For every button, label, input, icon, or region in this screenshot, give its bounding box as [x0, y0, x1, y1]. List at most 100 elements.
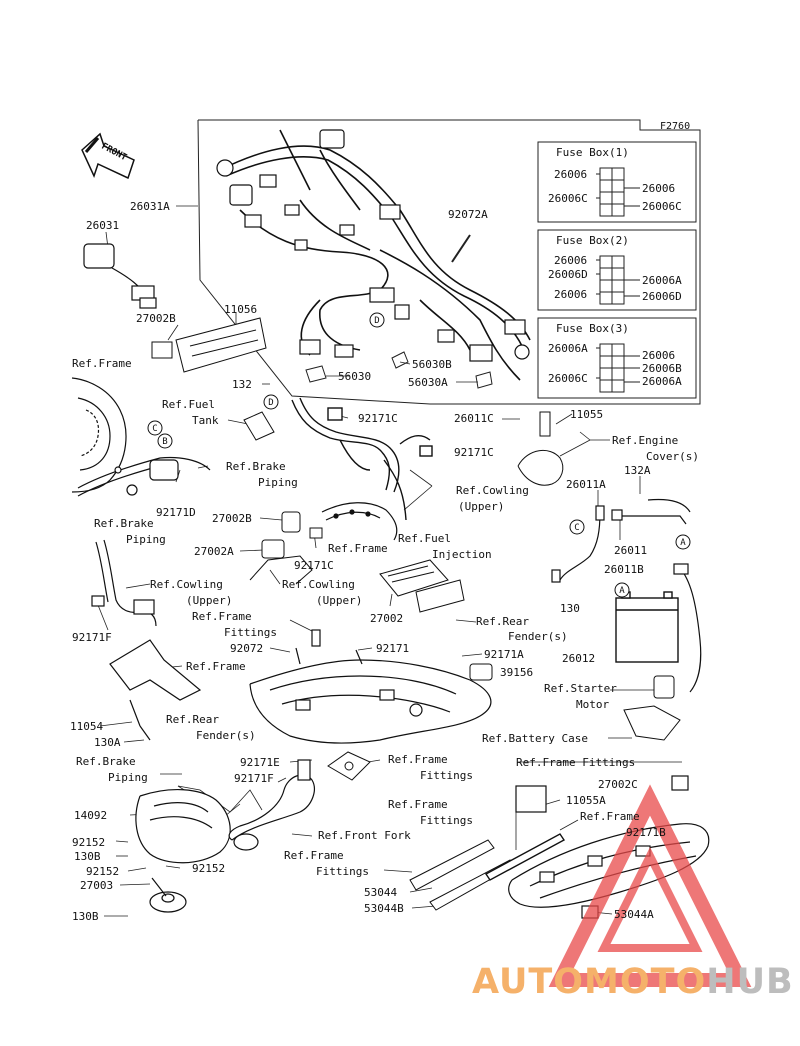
label-27002A: 27002A — [194, 545, 234, 558]
label-ref-starter-2: Motor — [576, 698, 610, 711]
fuse-box-3-right-2: 26006B — [642, 362, 682, 375]
fuse-box-1-left-2: 26006C — [548, 192, 588, 205]
label-ref-brake-piping-2a: Ref.Brake — [94, 517, 154, 530]
label-26011A: 26011A — [566, 478, 606, 491]
fuse-box-2-left-1: 26006 — [554, 254, 588, 267]
sensor-26031 — [83, 243, 157, 309]
ecu-27002 — [379, 559, 465, 613]
label-ref-brake-piping-1a: Ref.Brake — [226, 460, 286, 473]
marker-c-1: C — [152, 424, 157, 434]
plate-56030 — [305, 365, 327, 383]
label-ref-brake-piping-2b: Piping — [126, 533, 166, 546]
cable-strap-92072A — [451, 234, 471, 263]
fuse-box-3-blocks — [596, 343, 640, 393]
marker-c-2: C — [574, 523, 579, 533]
label-ref-rear-fender-2b: Fender(s) — [196, 729, 256, 742]
label-ref-frame-fit-2b: Fittings — [420, 769, 473, 782]
label-92171F: 92171F — [72, 631, 112, 644]
label-ref-frame-fit-2a: Ref.Frame — [388, 753, 448, 766]
label-ref-brake-piping-3b: Piping — [108, 771, 148, 784]
label-26011C: 26011C — [454, 412, 494, 425]
figure-code: F2760 — [660, 121, 691, 132]
label-130: 130 — [560, 602, 580, 615]
fuse-box-3-frame — [537, 317, 697, 399]
circle-markers — [147, 312, 691, 598]
label-ref-fuel-inj-2: Injection — [432, 548, 492, 561]
left-frame-part — [71, 377, 211, 497]
fuse-box-2-left-2: 26006D — [548, 268, 588, 281]
fuse-box-2-frame — [537, 229, 697, 311]
label-ref-frame-fit-4a: Ref.Frame — [388, 798, 448, 811]
fuse-box-1-blocks — [596, 167, 640, 217]
label-ref-cowling-2b: (Upper) — [186, 594, 233, 607]
label-ref-frame-1: Ref.Frame — [72, 357, 132, 370]
label-39156: 39156 — [500, 666, 534, 679]
label-11056: 11056 — [224, 303, 258, 316]
strip-53044 — [409, 833, 566, 911]
label-ref-rear-fender-1a: Ref.Rear — [476, 615, 529, 628]
label-132A: 132A — [624, 464, 651, 477]
label-ref-fuel-tank-2: Tank — [192, 414, 219, 427]
label-26011B: 26011B — [604, 563, 644, 576]
fuse-box-2-blocks — [596, 255, 640, 305]
front-cover-14092 — [135, 789, 231, 864]
engine-cover-bracket — [517, 411, 564, 486]
battery-cables — [551, 498, 702, 693]
label-92171E: 92171E — [240, 756, 280, 769]
label-ref-frame-fit-3: Ref.Frame Fittings — [516, 756, 636, 769]
marker-b-1: B — [162, 437, 167, 447]
label-ref-cowling-3b: (Upper) — [316, 594, 363, 607]
label-ref-battery-case: Ref.Battery Case — [482, 732, 588, 745]
watermark-triangle — [548, 784, 752, 987]
label-92072A: 92072A — [448, 208, 488, 221]
label-ref-rear-fender-1b: Fender(s) — [508, 630, 568, 643]
starter-relay-39156 — [469, 663, 493, 681]
front-arrow — [81, 132, 135, 180]
label-ref-brake-piping-1b: Piping — [258, 476, 298, 489]
front-fork-clamp — [228, 759, 315, 851]
label-27002B-mid: 27002B — [212, 512, 252, 525]
main-wiring-harness — [219, 129, 531, 381]
label-27003: 27003 — [80, 879, 114, 892]
fuse-box-1-frame — [537, 141, 697, 223]
label-26031: 26031 — [86, 219, 120, 232]
harness-connectors — [216, 129, 530, 362]
label-ref-engine-cover-1: Ref.Engine — [612, 434, 679, 447]
fuse-box-2-right-2: 26006D — [642, 290, 682, 303]
label-130B-1: 130B — [74, 850, 101, 863]
label-ref-starter-1: Ref.Starter — [544, 682, 617, 695]
label-92171: 92171 — [376, 642, 410, 655]
horn-27003 — [149, 877, 187, 913]
fuse-box-3-left-1: 26006A — [548, 342, 588, 355]
label-26031A: 26031A — [130, 200, 170, 213]
plate-56030A — [475, 371, 493, 389]
bracket-11056 — [151, 317, 267, 373]
label-ref-engine-cover-2: Cover(s) — [646, 450, 699, 463]
label-ref-cowling-1b: (Upper) — [458, 500, 505, 513]
label-ref-fuel-inj-1: Ref.Fuel — [398, 532, 451, 545]
fuse-box-1-right-2: 26006C — [642, 200, 682, 213]
frame-tube-assembly — [291, 397, 433, 521]
plate-56030B — [391, 351, 409, 369]
label-ref-frame-fit-5a: Ref.Frame — [284, 849, 344, 862]
marker-d-2: D — [268, 398, 273, 408]
label-11055A: 11055A — [566, 794, 606, 807]
fuse-box-3-right-1: 26006 — [642, 349, 676, 362]
label-92171D: 92171D — [156, 506, 196, 519]
label-ref-cowling-2a: Ref.Cowling — [150, 578, 223, 591]
label-27002B-top: 27002B — [136, 312, 176, 325]
label-132: 132 — [232, 378, 252, 391]
relay-parts — [249, 511, 323, 585]
label-92171C-1: 92171C — [358, 412, 398, 425]
battery-case-fitting — [623, 675, 681, 741]
battery-26012 — [615, 591, 679, 663]
fuse-box-2-right-1: 26006A — [642, 274, 682, 287]
fuse-box-1-title: Fuse Box(1) — [556, 146, 629, 159]
label-ref-frame-fit-1a: Ref.Frame — [192, 610, 252, 623]
label-130A: 130A — [94, 736, 121, 749]
fuse-box-3-title: Fuse Box(3) — [556, 322, 629, 335]
label-ref-frame-2: Ref.Frame — [328, 542, 388, 555]
fuse-box-3-left-2: 26006C — [548, 372, 588, 385]
label-92072: 92072 — [230, 642, 264, 655]
